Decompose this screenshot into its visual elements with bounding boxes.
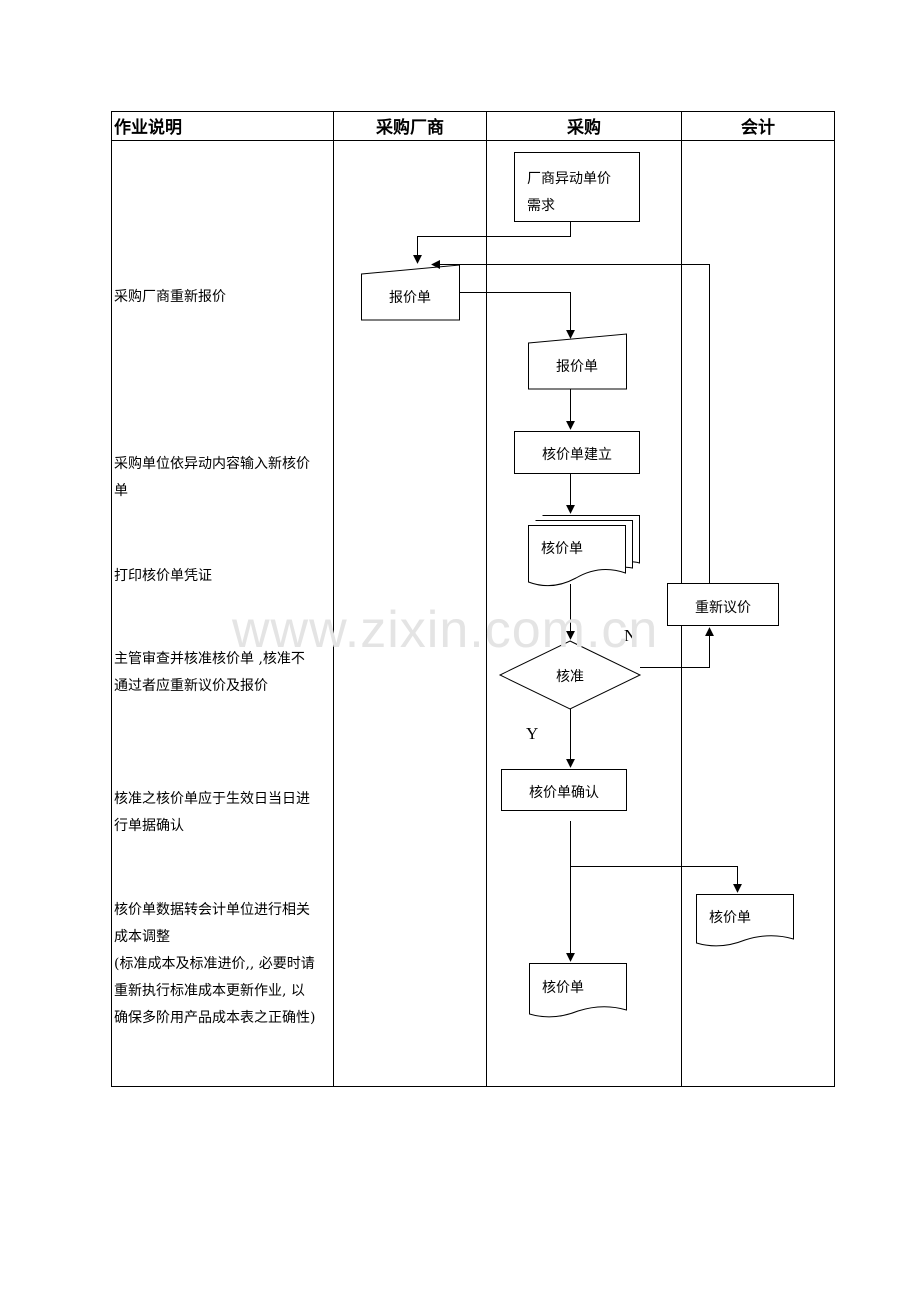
desc-supervisor-review: 主管审查并核准核价单 ,核准不 通过者应重新议价及报价 — [114, 651, 305, 694]
svg-text:报价单: 报价单 — [389, 290, 431, 306]
desc-input-new-quote: 采购单位依异动内容输入新核价 单 — [114, 456, 310, 499]
watermark: www.zixin.com.cn — [232, 601, 659, 659]
svg-text:重新议价: 重新议价 — [695, 600, 751, 616]
connector-start-to-vendor — [413, 222, 571, 264]
header-purchase: 采购 — [566, 117, 601, 138]
start-process: 厂商异动单价 需求 — [514, 152, 640, 222]
svg-text:核价单: 核价单 — [541, 541, 583, 557]
vendor-quote: 报价单 — [361, 264, 460, 321]
renegotiate-process: 重新议价 — [667, 583, 779, 626]
connector-decision-no — [640, 627, 714, 668]
desc-confirm-on-effective-date: 核准之核价单应于生效日当日进 行单据确认 — [114, 791, 310, 834]
swimlane-table — [111, 111, 835, 1087]
desc-print-voucher: 打印核价单凭证 — [114, 568, 212, 584]
desc-transfer-to-accounting: 核价单数据转会计单位进行相关 成本调整 (标准成本及标准进价,, 必要时请 重新… — [114, 902, 316, 1026]
branch-yes-label: Y — [526, 724, 538, 743]
connector-renegotiate-back — [431, 260, 710, 583]
confirm-process: 核价单确认 — [501, 769, 627, 811]
print-multidoc: 核价单 — [528, 515, 640, 587]
svg-text:核价单确认: 核价单确认 — [529, 785, 599, 801]
header-accounting: 会计 — [741, 117, 775, 138]
approve-decision: 核准 — [498, 640, 642, 710]
svg-text:核准: 核准 — [556, 669, 584, 685]
header-desc: 作业说明 — [114, 117, 182, 138]
build-process: 核价单建立 — [514, 431, 640, 474]
svg-text:核价单建立: 核价单建立 — [542, 447, 612, 463]
svg-text:需求: 需求 — [527, 198, 555, 214]
connectors — [413, 222, 742, 962]
final-document: 核价单 — [529, 963, 627, 1018]
header-vendor: 采购厂商 — [375, 117, 444, 138]
branch-no-label: N — [624, 626, 636, 645]
purchase-quote: 报价单 — [528, 333, 627, 390]
connector-branch-to-accounting — [570, 866, 742, 893]
desc-vendor-requote: 采购厂商重新报价 — [114, 289, 226, 305]
svg-text:核价单: 核价单 — [542, 980, 584, 996]
connector-vendor-to-purchase — [459, 292, 575, 339]
accounting-document: 核价单 — [696, 894, 794, 947]
svg-text:核价单: 核价单 — [709, 910, 751, 926]
svg-text:报价单: 报价单 — [556, 359, 598, 375]
svg-text:厂商异动单价: 厂商异动单价 — [527, 171, 611, 187]
